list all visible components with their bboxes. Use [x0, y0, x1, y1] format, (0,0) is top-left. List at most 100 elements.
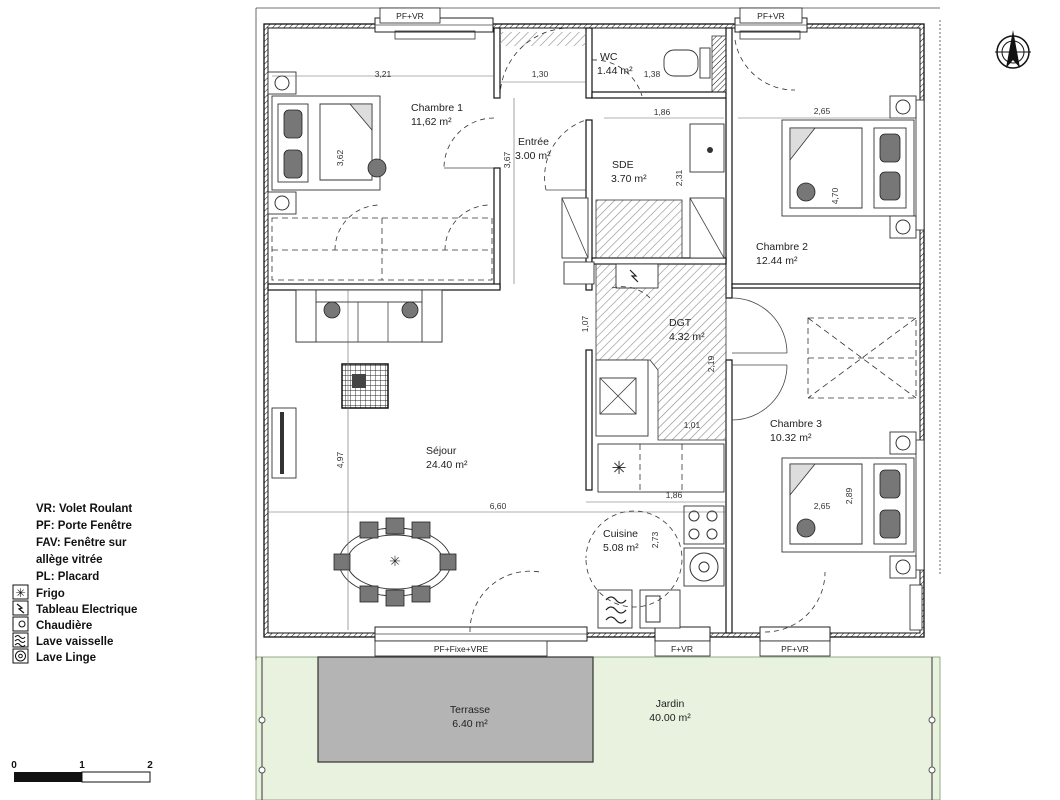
room-name-chambre2: Chambre 2 [756, 241, 808, 253]
dim-2-31: 2,31 [674, 169, 684, 186]
legend-frigo: Frigo [36, 588, 65, 600]
washing-machine [683, 547, 725, 587]
room-area-dgt: 4.32 m² [669, 331, 705, 343]
wall-chambre1-entree-lower [493, 167, 501, 289]
sofa [295, 289, 443, 343]
terrace-door-swing [469, 570, 541, 633]
room-name-chambre1: Chambre 1 [411, 102, 463, 114]
legend-fav-2: allège vitrée [36, 554, 102, 566]
wall-hatch-bottom [264, 633, 924, 637]
room-area-wc: 1.44 m² [597, 65, 633, 77]
wall-sde-dgt [591, 257, 727, 265]
wall-chambre1-sejour [267, 283, 501, 291]
dim-3-67: 3,67 [502, 151, 512, 168]
window-label-bottom-terrace: PF+Fixe+VRE [434, 644, 489, 654]
fence-post [928, 766, 936, 774]
room-area-sejour: 24.40 m² [426, 459, 468, 471]
legend-pf: PF: Porte Fenêtre [36, 520, 132, 532]
fence-post [258, 716, 266, 724]
wall-chambre1-entree [493, 27, 501, 99]
legend-lave-vaisselle: Lave vaisselle [36, 636, 113, 648]
legend-fav-1: FAV: Fenêtre sur [36, 537, 127, 549]
room-name-jardin: Jardin [656, 698, 685, 710]
window-label-top-left: PF+VR [396, 11, 424, 21]
wall-chambre2-chambre3 [731, 283, 921, 289]
sde-door-swing [544, 119, 587, 191]
room-name-chambre3: Chambre 3 [770, 418, 822, 430]
wall-wc-sde [591, 91, 729, 99]
dim-1-07: 1,07 [580, 315, 590, 332]
dim-3-21: 3,21 [375, 69, 392, 79]
legend-tableau: Tableau Electrique [36, 604, 137, 616]
wc-door-swing [591, 59, 643, 97]
window-label-top-right: PF+VR [757, 11, 785, 21]
dim-2-89: 2,89 [844, 487, 854, 504]
kitchen-door-swing [585, 510, 683, 608]
window-label-box-top-left [379, 7, 441, 24]
room-name-cuisine: Cuisine [603, 528, 638, 540]
coffee-table-item [352, 374, 366, 388]
window-label-bottom-kitchen: F+VR [671, 644, 693, 654]
dim-4-70: 4,70 [830, 187, 840, 204]
dim-1-86-top: 1,86 [654, 107, 671, 117]
dim-2-19: 2,19 [706, 355, 716, 372]
electric-panel-2 [615, 263, 659, 289]
dim-6-60: 6,60 [490, 501, 507, 511]
dim-3-62: 3,62 [335, 149, 345, 166]
dgt-door-swing [611, 286, 653, 301]
chambre2-door-swing [731, 297, 788, 354]
fence-post [928, 716, 936, 724]
shower-hatched [595, 199, 683, 259]
window-right-chambre2 [915, 99, 925, 231]
fridge-icon: ✳ [611, 458, 626, 479]
dim-1-38: 1,38 [644, 69, 661, 79]
room-area-chambre1: 11,62 m² [411, 116, 452, 128]
legend: VR: Volet Roulant PF: Porte Fenêtre FAV:… [12, 503, 137, 664]
sde-sink [689, 123, 725, 173]
room-area-jardin: 40.00 m² [649, 712, 691, 724]
wardrobe-door-swing-2 [334, 204, 381, 251]
room-name-sejour: Séjour [426, 445, 457, 457]
scale-label-1: 1 [79, 760, 85, 771]
boiler-legend-icon [12, 616, 29, 632]
legend-chaudiere: Chaudière [36, 620, 92, 632]
svg-text:✳: ✳ [389, 554, 401, 570]
room-name-dgt: DGT [669, 317, 692, 329]
room-area-chambre2: 12.44 m² [756, 255, 798, 267]
svg-text:✳: ✳ [15, 586, 25, 600]
toilet [663, 49, 699, 77]
scale-label-0: 0 [11, 760, 17, 771]
room-name-wc: WC [600, 51, 618, 63]
room-name-terrasse: Terrasse [450, 704, 490, 716]
window-label-box-top-right [739, 7, 803, 24]
dim-2-65-mid: 2,65 [814, 501, 831, 511]
wall-hatch-left [264, 24, 268, 637]
room-area-terrasse: 6.40 m² [452, 718, 488, 730]
window-bottom-right [759, 626, 831, 642]
dimension-lines [268, 75, 916, 630]
coffee-table-rug [341, 363, 389, 409]
wall-chambre3-kitchen [725, 359, 733, 634]
wall-sde-chambre2 [725, 27, 733, 299]
legend-vr: VR: Volet Roulant [36, 503, 132, 515]
dim-1-01: 1,01 [684, 420, 701, 430]
window-right-bottom [909, 584, 923, 631]
fridge-legend-icon [12, 584, 29, 600]
north-arrow-icon [995, 30, 1031, 69]
legend-pl: PL: Placard [36, 571, 99, 583]
kitchen-counter-top [597, 443, 725, 493]
fence-post [258, 766, 266, 774]
entrance-hatch [500, 32, 586, 46]
room-name-sde: SDE [612, 159, 634, 171]
wall-hatch-top [264, 24, 924, 28]
legend-lave-linge: Lave Linge [36, 652, 96, 664]
room-area-entree: 3.00 m² [515, 150, 551, 162]
window-bottom-kitchen [654, 626, 711, 642]
bed-chambre2 [781, 95, 917, 239]
room-area-sde: 3.70 m² [611, 173, 647, 185]
window-label-bottom-right: PF+VR [781, 644, 809, 654]
chambre2-window-swing [734, 39, 796, 91]
wall-entree-wc [585, 27, 593, 99]
scale-bar: 0 1 2 [11, 760, 153, 783]
